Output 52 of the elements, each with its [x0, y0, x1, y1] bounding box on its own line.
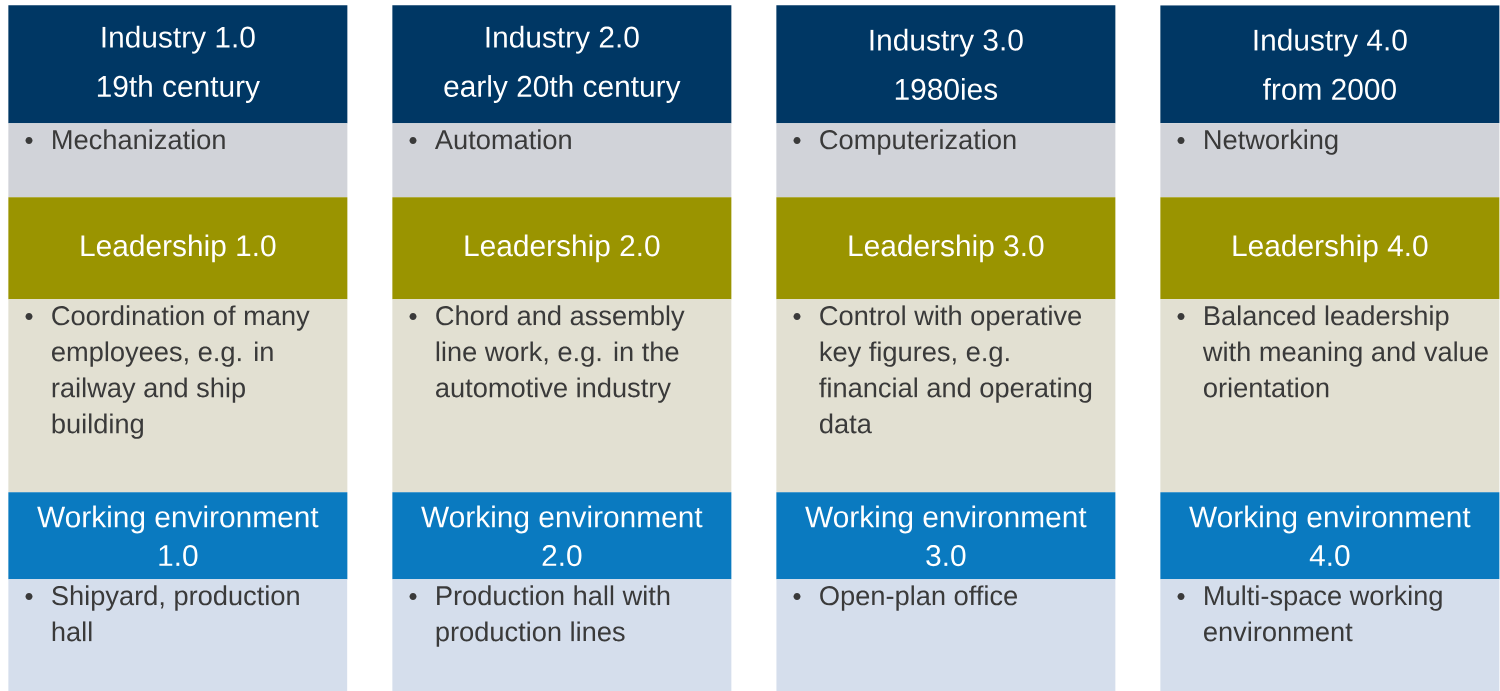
- description-band: [392, 299, 732, 493]
- bullet-text: Shipyard, production hall: [52, 585, 299, 642]
- bullet-text: Computerization: [820, 129, 1016, 155]
- bullet-text: Automation: [434, 129, 571, 150]
- bullet-text: Production hall with production lines: [436, 585, 670, 647]
- bullet-text: Coordination of many employees, e.g. in railway and ship building: [52, 305, 310, 439]
- description-band: [776, 299, 1116, 493]
- environment-description-band: [8, 579, 348, 691]
- header-band: [8, 5, 348, 124]
- heading-text: Leadership 3.0: [849, 234, 1044, 263]
- heading-text: Working environment 4.0: [1189, 505, 1471, 567]
- leadership-band: [392, 197, 732, 300]
- heading-text: Industry 1.0: [102, 25, 255, 54]
- category-band: [8, 123, 348, 198]
- bullet-text: Networking: [1205, 129, 1338, 155]
- leadership-band: [1160, 197, 1500, 300]
- heading-text: Industry 3.0: [870, 28, 1023, 57]
- header-band: [1160, 5, 1500, 124]
- category-band: [776, 123, 1116, 198]
- environment-description-band: [1160, 579, 1500, 691]
- heading-text: Leadership 2.0: [465, 234, 660, 263]
- heading-text: early 20th century: [444, 75, 681, 103]
- header-band: [392, 5, 732, 124]
- heading-text: Leadership 4.0: [1233, 234, 1428, 263]
- heading-text: Working environment 2.0: [421, 505, 703, 567]
- description-band: [8, 299, 348, 493]
- bullet-text: Multi-space working environment: [1204, 585, 1442, 642]
- leadership-band: [776, 197, 1116, 300]
- heading-text: 1980ies: [895, 78, 998, 100]
- environment-description-band: [776, 579, 1116, 691]
- bullet-text: Open-plan office: [820, 585, 1017, 611]
- heading-text: Industry 4.0: [1254, 28, 1407, 57]
- heading-text: 19th century: [97, 75, 260, 103]
- bullet-text: Balanced leadership with meaning and value orientation: [1202, 305, 1488, 398]
- category-band: [392, 123, 732, 198]
- environment-description-band: [392, 579, 732, 691]
- category-band: [1160, 123, 1500, 198]
- heading-text: Industry 2.0: [486, 25, 639, 54]
- bullet-text: Mechanization: [53, 129, 225, 150]
- heading-text: from 2000: [1263, 78, 1396, 100]
- environment-band: [392, 492, 732, 580]
- bullet-text: Chord and assembly line work, e.g. in the automotive industry: [436, 305, 685, 403]
- bullet-text: Control with operative key figures, e.g. financial and operating data: [819, 305, 1092, 434]
- header-band: [776, 5, 1116, 124]
- environment-band: [8, 492, 348, 580]
- heading-text: Working environment 3.0: [805, 505, 1087, 567]
- description-band: [1160, 299, 1500, 493]
- heading-text: Leadership 1.0: [81, 234, 276, 263]
- leadership-band: [8, 197, 348, 300]
- environment-band: [1160, 492, 1500, 580]
- environment-band: [776, 492, 1116, 580]
- heading-text: Working environment 1.0: [37, 505, 319, 567]
